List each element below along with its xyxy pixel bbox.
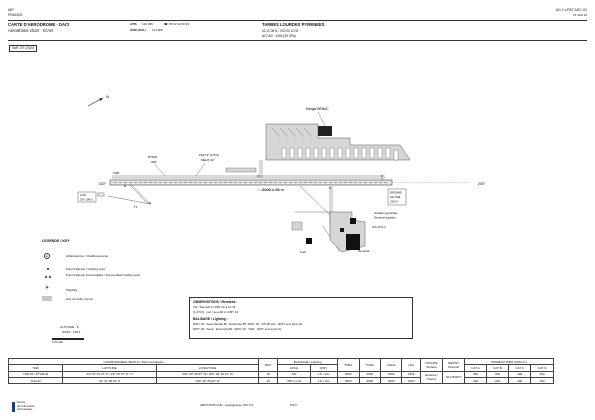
atis-phone: 05 62 32 60 96 [169, 22, 190, 26]
loc-label: LOC [80, 193, 87, 197]
thr-w-label: T1 [134, 205, 138, 209]
suns-label: SUNS : 148 ft [62, 330, 81, 334]
gnd-value: 121.805 [152, 28, 163, 32]
legend-item-2: Point d'attente / Holding point [66, 267, 106, 271]
lda-header: LDA [401, 358, 422, 372]
minima-header: MINIMUM THDF (RVR /m) [464, 357, 554, 366]
north-apron [265, 123, 411, 161]
sia-logo-icon [12, 402, 15, 412]
terminal-label: Terminal [358, 249, 370, 253]
rwy-light-subheader: RWY [309, 364, 338, 372]
runway [109, 179, 393, 186]
cat-c-header: CAT C [507, 364, 532, 372]
remarks-line-1: Vol / See AD 2 LFBT 20 à 10 33 [193, 305, 236, 309]
plane-icon: ✈ [45, 285, 50, 291]
country-label: FRANCE [8, 13, 23, 17]
page-number: P.0/4 [290, 403, 297, 407]
rwy-east-heading: 200° [478, 182, 486, 186]
ga-label-2: General aviation [374, 216, 396, 220]
twr-end-label: TWR [113, 171, 119, 175]
legend-item-1: Giffe/antenne / Dual/bouncenter [66, 254, 109, 258]
var-box: VAR 1°E (2020) [9, 45, 38, 53]
remarks-panel: OBSERVATIONS / Remarks : Vol / See AD 2 … [189, 297, 413, 339]
hangar-building [318, 126, 332, 136]
legend-title: LEGENDE / KEY [42, 239, 70, 243]
dtwr-sub: 028 [151, 160, 156, 164]
phone-icon: ☎ [164, 22, 168, 26]
rwy-header: RWY [258, 358, 279, 372]
cat-d-header: CAT D [530, 364, 554, 372]
lighting-line-1: RWY 02 : Seuil décalé BI - Extrémité BI … [193, 322, 303, 326]
lighting-line-2: RWY 20 : Seuil - Extrémité BI / RWY 20 :… [193, 326, 282, 331]
lighting-header: BALISAGE / Lighting [277, 357, 338, 366]
scale-bar [52, 338, 84, 340]
legend-item-4: Pkg/Pkg [66, 288, 78, 292]
dot-dot-icon [45, 276, 47, 278]
logo-line-1: Service [17, 401, 26, 404]
asda-header: ASDA [380, 358, 403, 372]
airport-coords: 43 11 08 N - 000 00 10 W [262, 29, 299, 33]
long-subheader: LONGITUDE [155, 364, 260, 372]
table-row: THR 20 43° 11' 38.91" N 000° 00' 05.09" … [7, 376, 554, 385]
lat-subheader: LATITUDE [62, 364, 157, 372]
logo-line-3: Aéronautique [17, 408, 33, 411]
header-rule-2 [8, 40, 587, 41]
chart-subtitle: Aerodrome chart - ICAO [8, 28, 54, 33]
loc-antenna-icon [97, 192, 105, 197]
org-label: AIP [8, 8, 14, 12]
amdt-label: AMDT 05/25 CHG : Lignage/pose TWY N4 [200, 403, 254, 407]
resist-header: RESIST Strength [442, 358, 466, 372]
airport-alt: ALT AD : 1260 (45 hPa) [262, 34, 296, 38]
fuel-label: Fuel [300, 250, 306, 254]
gnd-label: GND (SOL) [130, 28, 146, 32]
papi-label: PAPI 3° (0.5%) [199, 153, 219, 157]
airport-name: TARBES LOURDES PYRENEES [262, 22, 325, 27]
logo-line-2: de l'Information [17, 404, 35, 408]
dme-sub: CH 029 [390, 195, 401, 199]
remarks-line-2: (1) PCN : voir / see AD 2 LFBT 13 [193, 309, 239, 314]
ga-label: Aviation générale [374, 211, 397, 215]
atis-value: 120.395 [142, 22, 153, 26]
dme-sub2: 226.5 [390, 200, 398, 204]
scale-label: 0 50 100 [52, 340, 63, 344]
north-label: N [106, 94, 109, 99]
nature-header: NATURE Surface [420, 358, 444, 372]
atis-label: ATIS [130, 22, 137, 26]
strength-value: 46 F/D/W/T [442, 370, 466, 385]
rwy-west-heading: 020° [99, 182, 107, 186]
lighting-title: BALISAGE / Lighting : [193, 317, 228, 321]
north-arrow-icon [87, 97, 104, 107]
doc-date: 15 JAN 26 [572, 13, 587, 17]
legend-item-5: Aire de trafic / Apron [66, 297, 94, 301]
circled-a-icon: A [44, 253, 50, 259]
surface-value: Revêtue / Paved [420, 370, 444, 385]
terminal-area [291, 211, 366, 253]
dtwr-label: DTWR [148, 155, 158, 159]
dot-icon [47, 268, 49, 270]
toda-header: TODA [358, 358, 382, 372]
aerodrome-map: N 020° 200° 3000 x 45 m [77, 94, 486, 254]
rwy-dimensions: 3000 x 45 m [262, 187, 285, 192]
table-row: THR 02 / DTHR 02 43° 10' 51.47" N / 43° … [7, 370, 554, 385]
thr-subheader: THR [7, 364, 64, 372]
tora-header: TORA [336, 358, 360, 372]
loc-sub: CH 109.5 [80, 198, 93, 202]
altitude-label: ALTITUDE : 8 [60, 325, 79, 329]
remarks-title: OBSERVATIONS / Remarks : [193, 300, 238, 304]
holding-points [124, 175, 383, 204]
ils-label: ILS (T.N.I) [372, 225, 386, 229]
doc-ref: AD 2 LFBT ADC 01 [555, 8, 587, 12]
dme-label: DP/DME [390, 191, 402, 195]
legend-item-3: Point d'attente intermédiaire / Intermed… [66, 273, 141, 277]
papi-sub: MEHT 40 [201, 158, 214, 162]
terminal-building [346, 234, 360, 250]
chart-title: CARTE D'AERODROME - DACI [8, 22, 70, 27]
header-rule [8, 20, 587, 21]
runway-data-table: COORDONNEES SEUILS / THR coordinates RWY… [7, 357, 554, 385]
apron-swatch-icon [42, 296, 52, 301]
hangar-label: Hangar BEMAC [306, 107, 329, 111]
